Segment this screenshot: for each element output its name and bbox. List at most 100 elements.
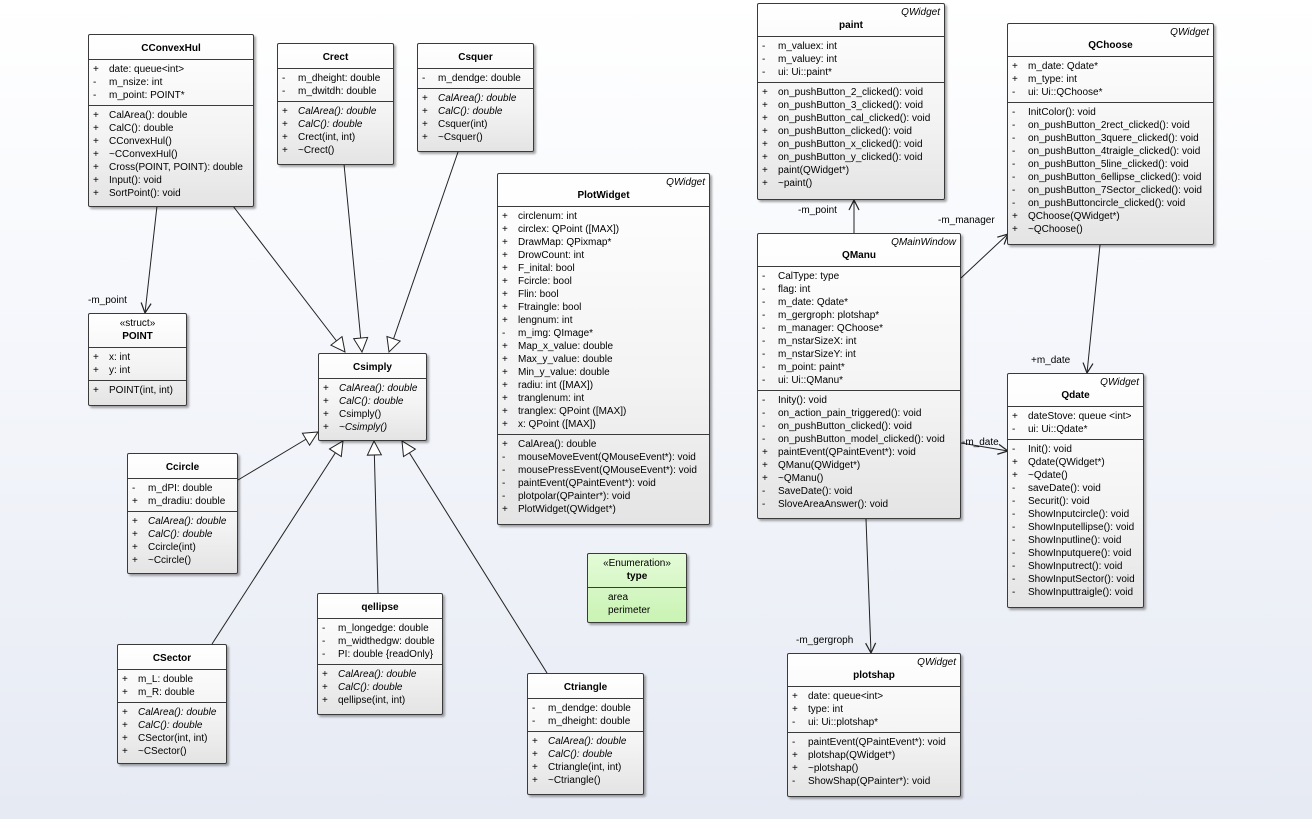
class-cconvexhul[interactable]: CConvexHul+date: queue<int>-m_nsize: int…: [88, 34, 254, 207]
attribute-row[interactable]: +circlex: QPoint ([MAX]): [502, 223, 707, 236]
operation-row[interactable]: -on_pushButton_2rect_clicked(): void: [1012, 119, 1211, 132]
class-csimply[interactable]: Csimply+CalArea(): double+CalC(): double…: [318, 353, 427, 441]
operation-row[interactable]: +CalArea(): double: [422, 92, 531, 105]
attribute-row[interactable]: +Ftraingle: bool: [502, 301, 707, 314]
operation-row[interactable]: +~paint(): [762, 177, 942, 190]
attribute-row[interactable]: -m_manager: QChoose*: [762, 322, 958, 335]
attribute-row[interactable]: +Map_x_value: double: [502, 340, 707, 353]
operation-row[interactable]: -on_pushButton_clicked(): void: [762, 420, 958, 433]
operation-row[interactable]: -ShowInputellipse(): void: [1012, 521, 1141, 534]
operation-row[interactable]: -ShowInputSector(): void: [1012, 573, 1141, 586]
operation-row[interactable]: +CalArea(): double: [323, 382, 424, 395]
attribute-row[interactable]: -m_widthedgw: double: [322, 635, 440, 648]
operation-row[interactable]: +plotshap(QWidget*): [792, 749, 958, 762]
class-qellipse[interactable]: qellipse-m_longedge: double-m_widthedgw:…: [317, 593, 443, 715]
operation-row[interactable]: -ShowInputtraigle(): void: [1012, 586, 1141, 599]
operation-row[interactable]: +paintEvent(QPaintEvent*): void: [762, 446, 958, 459]
class-csector[interactable]: CSector+m_L: double+m_R: double+CalArea(…: [117, 644, 227, 764]
operation-row[interactable]: +CalC(): double: [122, 719, 224, 732]
class-ctriangle[interactable]: Ctriangle-m_dendge: double-m_dheight: do…: [527, 673, 644, 795]
attribute-row[interactable]: -m_dheight: double: [532, 715, 641, 728]
operation-row[interactable]: -on_pushButton_model_clicked(): void: [762, 433, 958, 446]
operation-row[interactable]: -ShowInputcircle(): void: [1012, 508, 1141, 521]
class-csquer[interactable]: Csquer-m_dendge: double+CalArea(): doubl…: [417, 43, 534, 152]
attribute-row[interactable]: +tranglenum: int: [502, 392, 707, 405]
operation-row[interactable]: -paintEvent(QPaintEvent*): void: [792, 736, 958, 749]
attribute-row[interactable]: +Flin: bool: [502, 288, 707, 301]
operation-row[interactable]: +CalArea(): double: [502, 438, 707, 451]
operation-row[interactable]: -on_pushButton_6ellipse_clicked(): void: [1012, 171, 1211, 184]
attribute-row[interactable]: +m_L: double: [122, 673, 224, 686]
operation-row[interactable]: +CalC(): double: [532, 748, 641, 761]
operation-row[interactable]: +~Ccircle(): [132, 554, 235, 567]
attribute-row[interactable]: +Min_y_value: double: [502, 366, 707, 379]
attribute-row[interactable]: -m_point: paint*: [762, 361, 958, 374]
attribute-row[interactable]: -ui: Ui::QManu*: [762, 374, 958, 387]
attribute-row[interactable]: -m_nsize: int: [93, 76, 251, 89]
attribute-row[interactable]: +m_R: double: [122, 686, 224, 699]
operation-row[interactable]: +qellipse(int, int): [322, 694, 440, 707]
operation-row[interactable]: -on_pushButtoncircle_clicked(): void: [1012, 197, 1211, 210]
attribute-row[interactable]: -PI: double {readOnly}: [322, 648, 440, 661]
attribute-row[interactable]: -m_point: POINT*: [93, 89, 251, 102]
operation-row[interactable]: +CConvexHul(): [93, 135, 251, 148]
operation-row[interactable]: +CalC(): double: [132, 528, 235, 541]
attribute-row[interactable]: +lengnum: int: [502, 314, 707, 327]
attribute-row[interactable]: -CalType: type: [762, 270, 958, 283]
attribute-row[interactable]: +m_date: Qdate*: [1012, 60, 1211, 73]
attribute-row[interactable]: -m_dendge: double: [532, 702, 641, 715]
operation-row[interactable]: +Cross(POINT, POINT): double: [93, 161, 251, 174]
attribute-row[interactable]: +m_dradiu: double: [132, 495, 235, 508]
operation-row[interactable]: +on_pushButton_clicked(): void: [762, 125, 942, 138]
attribute-row[interactable]: +DrawMap: QPixmap*: [502, 236, 707, 249]
attribute-row[interactable]: +m_type: int: [1012, 73, 1211, 86]
attribute-row[interactable]: +dateStove: queue <int>: [1012, 410, 1141, 423]
attribute-row[interactable]: -m_gergroph: plotshap*: [762, 309, 958, 322]
operation-row[interactable]: +Csimply(): [323, 408, 424, 421]
operation-row[interactable]: -on_pushButton_3quere_clicked(): void: [1012, 132, 1211, 145]
attribute-row[interactable]: -m_dendge: double: [422, 72, 531, 85]
class-crect[interactable]: Crect-m_dheight: double-m_dwitdh: double…: [277, 43, 394, 165]
operation-row[interactable]: -on_pushButton_5line_clicked(): void: [1012, 158, 1211, 171]
attribute-row[interactable]: -ui: Ui::plotshap*: [792, 716, 958, 729]
operation-row[interactable]: +Ctriangle(int, int): [532, 761, 641, 774]
operation-row[interactable]: +CalC(): double: [323, 395, 424, 408]
operation-row[interactable]: -on_pushButton_7Sector_clicked(): void: [1012, 184, 1211, 197]
operation-row[interactable]: +CalArea(): double: [93, 109, 251, 122]
attribute-row[interactable]: -ui: Ui::Qdate*: [1012, 423, 1141, 436]
operation-row[interactable]: -ShowInputquere(): void: [1012, 547, 1141, 560]
operation-row[interactable]: +Qdate(QWidget*): [1012, 456, 1141, 469]
attribute-row[interactable]: -m_longedge: double: [322, 622, 440, 635]
operation-row[interactable]: -plotpolar(QPainter*): void: [502, 490, 707, 503]
operation-row[interactable]: -SloveAreaAnswer(): void: [762, 498, 958, 511]
operation-row[interactable]: +~QChoose(): [1012, 223, 1211, 236]
class-ccircle[interactable]: Ccircle-m_dPI: double+m_dradiu: double+C…: [127, 453, 238, 574]
attribute-row[interactable]: +x: QPoint ([MAX]): [502, 418, 707, 431]
operation-row[interactable]: -mouseMoveEvent(QMouseEvent*): void: [502, 451, 707, 464]
operation-row[interactable]: +CalArea(): double: [122, 706, 224, 719]
attribute-row[interactable]: -m_nstarSizeX: int: [762, 335, 958, 348]
attribute-row[interactable]: -m_nstarSizeY: int: [762, 348, 958, 361]
operation-row[interactable]: +CalC(): double: [322, 681, 440, 694]
attribute-row[interactable]: +tranglex: QPoint ([MAX]): [502, 405, 707, 418]
attribute-row[interactable]: -m_dwitdh: double: [282, 85, 391, 98]
operation-row[interactable]: +CalArea(): double: [282, 105, 391, 118]
operation-row[interactable]: +Ccircle(int): [132, 541, 235, 554]
operation-row[interactable]: +Crect(int, int): [282, 131, 391, 144]
attribute-row[interactable]: -m_img: QImage*: [502, 327, 707, 340]
operation-row[interactable]: +~Csquer(): [422, 131, 531, 144]
attribute-row[interactable]: +Fcircle: bool: [502, 275, 707, 288]
operation-row[interactable]: -Inity(): void: [762, 394, 958, 407]
operation-row[interactable]: +CSector(int, int): [122, 732, 224, 745]
attribute-row[interactable]: +date: queue<int>: [792, 690, 958, 703]
operation-row[interactable]: +~Csimply(): [323, 421, 424, 434]
operation-row[interactable]: -on_action_pain_triggered(): void: [762, 407, 958, 420]
attribute-row[interactable]: +type: int: [792, 703, 958, 716]
operation-row[interactable]: -Init(): void: [1012, 443, 1141, 456]
